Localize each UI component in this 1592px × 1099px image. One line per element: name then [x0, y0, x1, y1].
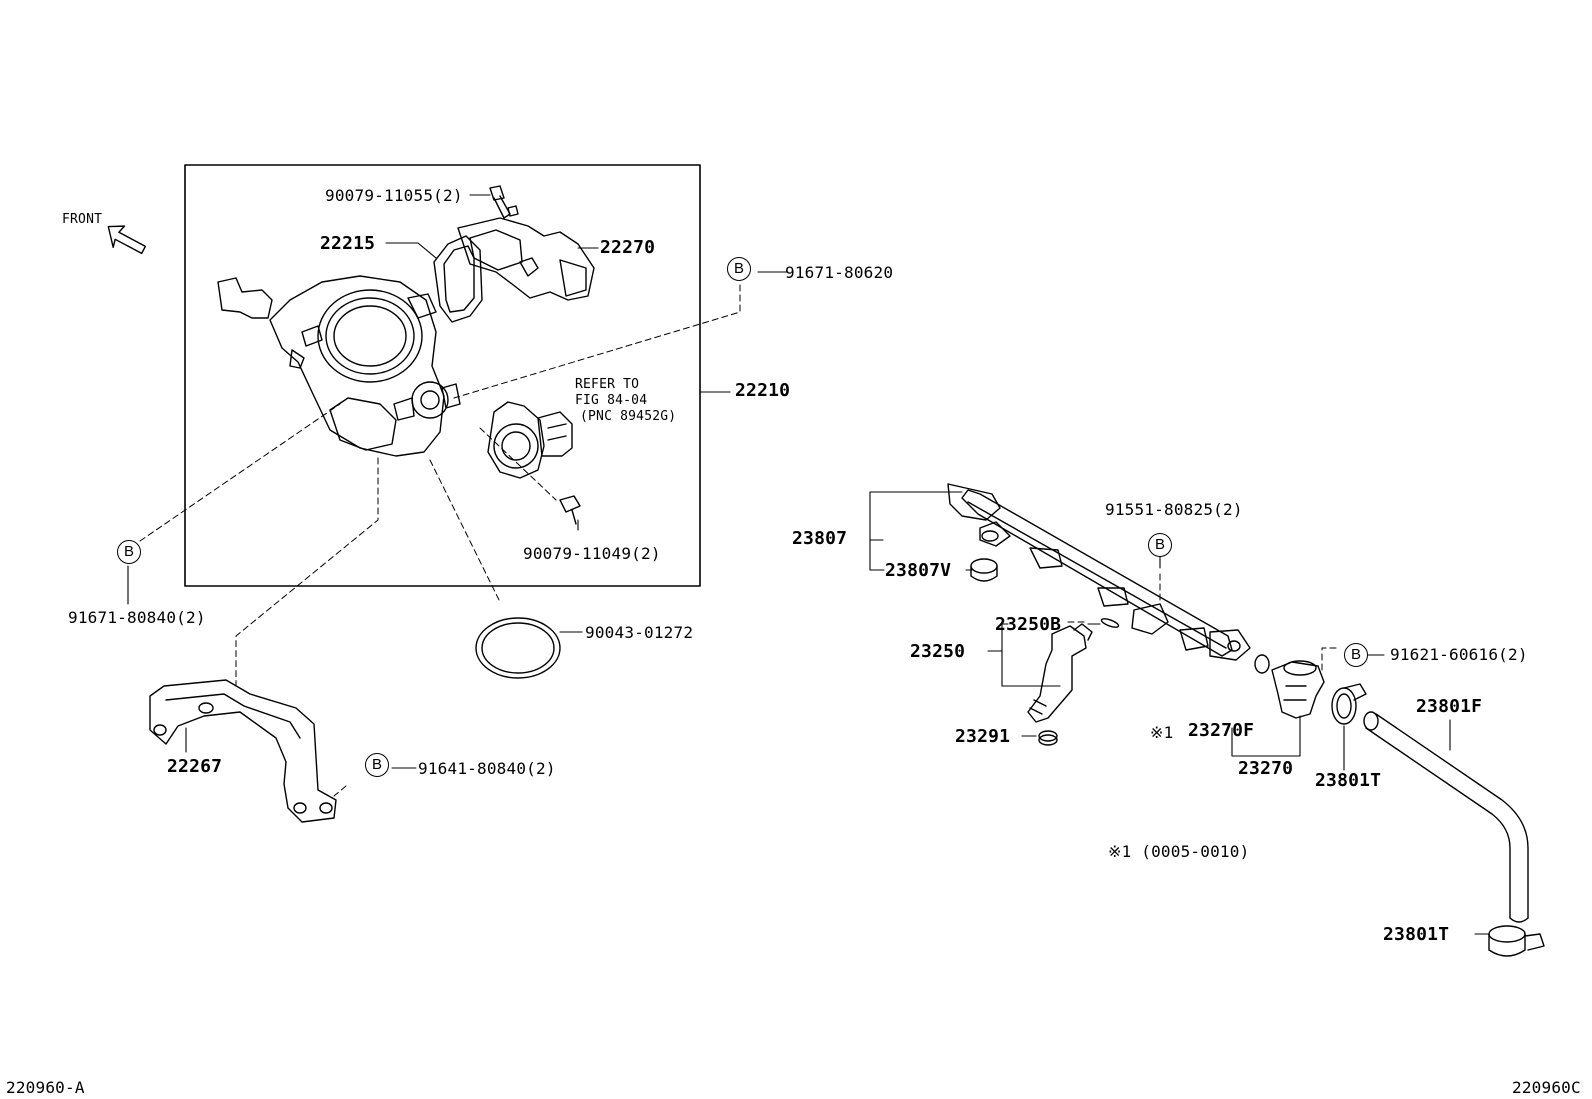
part-label-throttle-body[interactable]: 22210 — [735, 380, 791, 401]
oring-shape — [475, 617, 561, 679]
part-label-bracket[interactable]: 22267 — [167, 756, 223, 777]
part-label-bolt-b5[interactable]: 91621-60616(2) — [1390, 645, 1528, 664]
leader-lines — [127, 194, 1490, 935]
pulsation-damper-shape — [1271, 660, 1325, 719]
part-label-rail-insulator[interactable]: 23807V — [885, 560, 952, 581]
refer-note-line1: REFER TO — [575, 377, 640, 392]
hose-shape — [1363, 711, 1529, 923]
part-label-clamp-lower[interactable]: 23801T — [1383, 924, 1450, 945]
fuel-rail-shape — [947, 483, 1251, 661]
part-label-gasket[interactable]: 22215 — [320, 233, 376, 254]
bubble-b5: B — [1344, 643, 1368, 667]
part-label-bolt-top[interactable]: 90079-11055(2) — [325, 186, 463, 205]
note-mark: ※1 — [1150, 723, 1174, 742]
bubble-b2: B — [117, 540, 141, 564]
damper-oring-shape — [1254, 654, 1270, 674]
bubble-b1: B — [727, 257, 751, 281]
part-label-injector[interactable]: 23250 — [910, 641, 966, 662]
dashed-lines — [139, 284, 1337, 797]
bubble-b3: B — [365, 753, 389, 777]
footer-right-code: 220960C — [1512, 1078, 1581, 1097]
sensor-bolt-shape — [559, 495, 581, 525]
part-label-bolt-b4[interactable]: 91551-80825(2) — [1105, 500, 1243, 519]
throttle-sensor-shape — [487, 401, 573, 479]
injector-shape — [1027, 623, 1093, 723]
part-label-injector-oring[interactable]: 23250B — [995, 614, 1062, 635]
part-label-isc-valve[interactable]: 22270 — [600, 237, 656, 258]
part-label-bolt-b1[interactable]: 91671-80620 — [785, 263, 894, 282]
part-label-hose[interactable]: 23801F — [1416, 696, 1483, 717]
front-label: FRONT — [62, 212, 103, 227]
gasket-shape — [433, 235, 483, 323]
part-label-fuel-rail[interactable]: 23807 — [792, 528, 848, 549]
front-arrow-icon — [107, 225, 147, 255]
isc-valve-shape — [457, 217, 595, 301]
part-label-pulsation-damper[interactable]: 23270 — [1238, 758, 1294, 779]
refer-note-line3: (PNC 89452G) — [580, 409, 677, 424]
part-label-damper-oring[interactable]: 23270F — [1188, 720, 1255, 741]
part-label-injector-seal[interactable]: 23291 — [955, 726, 1011, 747]
assembly-frame — [184, 164, 701, 587]
part-label-oring[interactable]: 90043-01272 — [585, 623, 694, 642]
part-label-sensor-bolt[interactable]: 90079-11049(2) — [523, 544, 661, 563]
bracket-shape — [149, 679, 337, 823]
part-label-bolt-b3[interactable]: 91641-80840(2) — [418, 759, 556, 778]
clamp-upper-shape — [1331, 683, 1367, 725]
part-label-bolt-b2[interactable]: 91671-80840(2) — [68, 608, 206, 627]
footer-left-code: 220960-A — [6, 1078, 85, 1097]
throttle-body-shape — [217, 275, 461, 457]
bolt-top-shape — [489, 185, 519, 219]
injector-seal-shape — [1038, 730, 1058, 746]
injector-oring-shape — [1100, 618, 1120, 628]
bubble-b4: B — [1148, 533, 1172, 557]
clamp-lower-shape — [1488, 925, 1545, 957]
part-label-clamp-upper[interactable]: 23801T — [1315, 770, 1382, 791]
rail-insulator-shape — [970, 558, 998, 582]
footnote: ※1 (0005-0010) — [1108, 842, 1250, 861]
refer-note-line2: FIG 84-04 — [575, 393, 648, 408]
